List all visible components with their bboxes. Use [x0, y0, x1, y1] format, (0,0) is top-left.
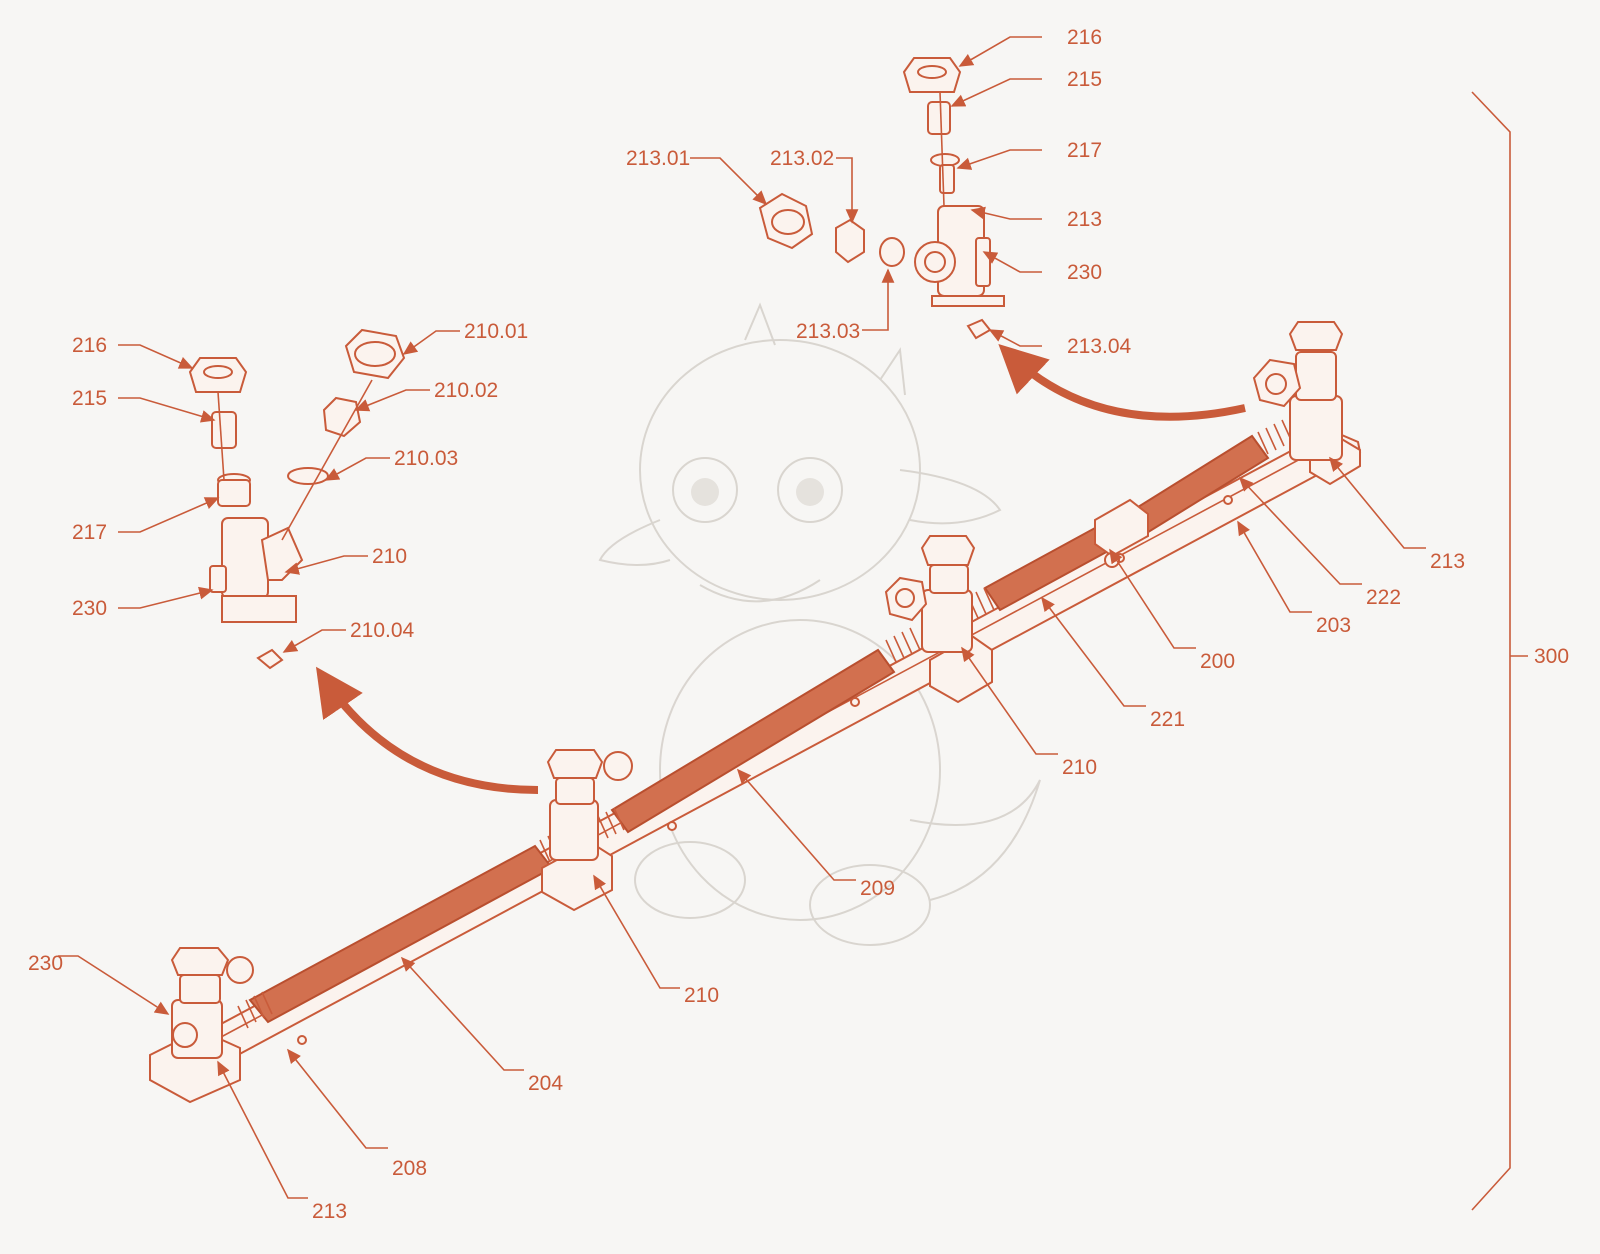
label-210-01: 210.01 [464, 320, 528, 343]
label-209: 209 [860, 877, 895, 900]
label-210-02: 210.02 [434, 379, 498, 402]
label-213-01: 213.01 [626, 147, 690, 170]
label-215-top: 215 [1067, 68, 1102, 91]
label-230-top: 230 [1067, 261, 1102, 284]
label-210-exploded: 210 [372, 545, 407, 568]
label-222: 222 [1366, 586, 1401, 609]
curved-arrow-icon [998, 344, 1246, 421]
label-213-03: 213.03 [796, 320, 860, 343]
valve-right-end [1252, 321, 1361, 486]
label-215-left: 215 [72, 387, 107, 410]
curved-arrow-icon [315, 666, 539, 794]
label-210-mid: 210 [1062, 756, 1097, 779]
assembly-bracket [1471, 91, 1511, 1211]
leader-lines [58, 36, 1426, 1199]
label-213-04: 213.04 [1067, 335, 1132, 358]
baby-dragon-sketch-icon [598, 302, 1041, 946]
label-230-bottom: 230 [28, 952, 63, 975]
label-230-left: 230 [72, 597, 107, 620]
label-210-low: 210 [684, 984, 719, 1007]
part-labels: 216 215 217 213 230 213.01 213.02 213.03… [28, 26, 1569, 1223]
exploded-valve-210 [188, 328, 406, 670]
valve-mid-left [541, 749, 633, 912]
label-221: 221 [1150, 708, 1185, 731]
label-216-top: 216 [1067, 26, 1102, 49]
label-213-top: 213 [1067, 208, 1102, 231]
label-217-top: 217 [1067, 139, 1102, 162]
label-213-right: 213 [1430, 550, 1465, 573]
label-216-left: 216 [72, 334, 107, 357]
label-210-04: 210.04 [350, 619, 415, 642]
label-203: 203 [1316, 614, 1351, 637]
label-200: 200 [1200, 650, 1235, 673]
label-213-02: 213.02 [770, 147, 834, 170]
label-204: 204 [528, 1072, 563, 1095]
label-213-bottom: 213 [312, 1200, 347, 1223]
valve-left-end [149, 947, 254, 1104]
label-217-left: 217 [72, 521, 107, 544]
label-208: 208 [392, 1157, 427, 1180]
valve-mid-right [884, 535, 993, 704]
exploded-valve-213 [758, 57, 1005, 340]
label-300: 300 [1534, 645, 1569, 668]
label-210-03: 210.03 [394, 447, 458, 470]
